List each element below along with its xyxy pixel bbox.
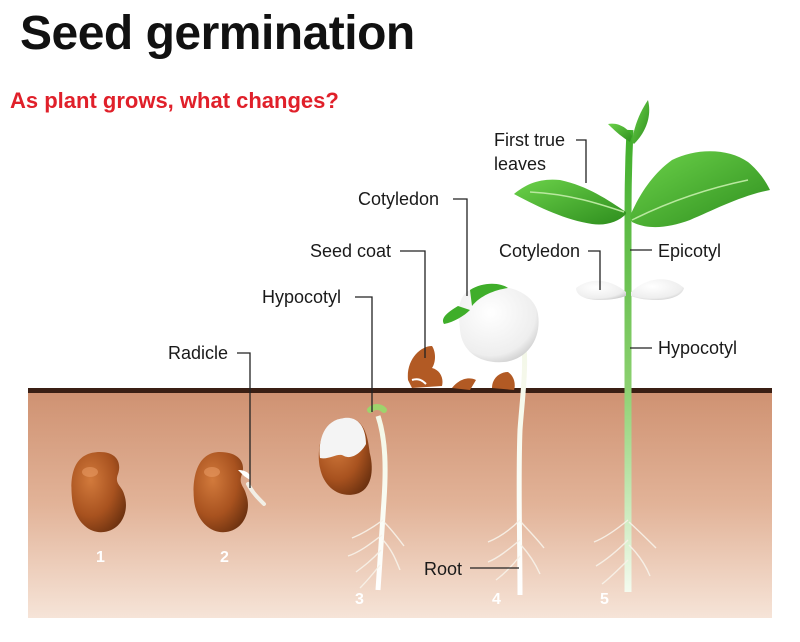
label-root: Root [424,559,462,579]
stage-number-5: 5 [600,591,609,608]
stage-4-seedling [407,283,545,596]
stage-number-4: 4 [492,591,501,608]
radicle-shoot [246,482,266,506]
stage-number-2: 2 [220,549,229,566]
label-epicotyl: Epicotyl [658,241,721,261]
label-cotyledon-stage5: Cotyledon [499,241,580,261]
label-first-true-leaves-line1: First true [494,130,565,150]
stage-number-1: 1 [96,549,105,566]
label-seed-coat: Seed coat [310,241,391,261]
label-first-true-leaves-line2: leaves [494,154,546,174]
stage-1-seed [71,452,126,533]
page-title: Seed germination [20,7,415,60]
page-subtitle: As plant grows, what changes? [10,88,339,113]
label-hypocotyl-stage5: Hypocotyl [658,338,737,358]
leader-lines [237,139,652,569]
soil-surface-line [28,388,772,393]
label-hypocotyl-stage3: Hypocotyl [262,287,341,307]
stage-2-seed [193,452,266,533]
stage-3-seedling [318,404,405,591]
stage-number-3: 3 [355,591,364,608]
stage-5-plant [514,100,770,592]
label-cotyledon-stage4: Cotyledon [358,189,439,209]
soil [28,392,772,618]
label-radicle: Radicle [168,343,228,363]
